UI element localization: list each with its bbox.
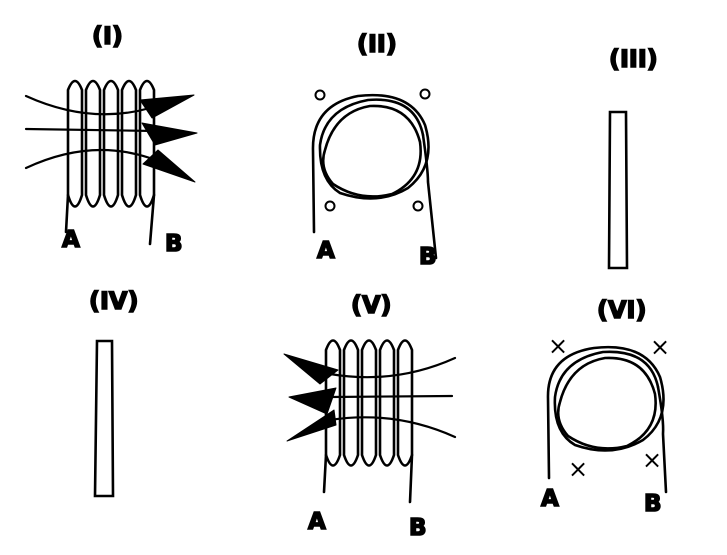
arrow-left-icon [288,387,337,415]
panel-iii: (III) [607,44,659,270]
field-lines [328,356,457,439]
panel-i: (I) A B [24,21,198,258]
panel-iv: (IV) [88,286,139,498]
cross-icon: × [568,455,588,483]
dot-icon [412,200,424,212]
panel-label-i: (I) [92,22,123,50]
cross-markers: × × × × [548,332,670,483]
terminal-a-label: A [317,238,335,264]
panel-label-vi: (VI) [597,296,646,324]
arrow-left-icon [286,409,337,442]
terminal-b-label: B [644,491,662,517]
field-lines [24,94,157,170]
cross-icon: × [642,446,662,474]
panel-label-iii: (III) [609,45,658,73]
arrow-heads [139,94,198,183]
panel-vi: (VI) × × × × A B [540,295,670,518]
terminal-a-label: A [62,227,80,253]
dot-icon [419,88,431,100]
terminal-b-label: B [419,244,437,270]
solenoid-coil [322,339,414,504]
panel-label-ii: (II) [357,30,397,58]
dot-icon [324,200,336,212]
panel-v: (V) A B [283,290,457,542]
dot-icon [314,89,326,101]
terminal-a-label: A [308,509,326,535]
arrow-right-icon [142,149,196,183]
rod [607,110,629,270]
dot-markers [314,88,431,212]
cross-icon: × [548,332,568,360]
arrow-heads [283,353,339,442]
cross-icon: × [650,333,670,361]
panel-label-iv: (IV) [89,287,138,315]
panel-label-v: (V) [351,291,392,319]
wire-loop [546,345,668,494]
terminal-b-label: B [165,231,183,257]
wire-loop [311,93,438,260]
rod [93,339,115,498]
arrow-left-icon [283,353,339,385]
terminal-b-label: B [409,515,427,541]
solenoid-coil [64,79,156,246]
panel-ii: (II) A B [311,29,438,271]
arrow-right-icon [139,94,195,119]
arrow-right-icon [141,122,198,146]
terminal-a-label: A [541,486,559,512]
